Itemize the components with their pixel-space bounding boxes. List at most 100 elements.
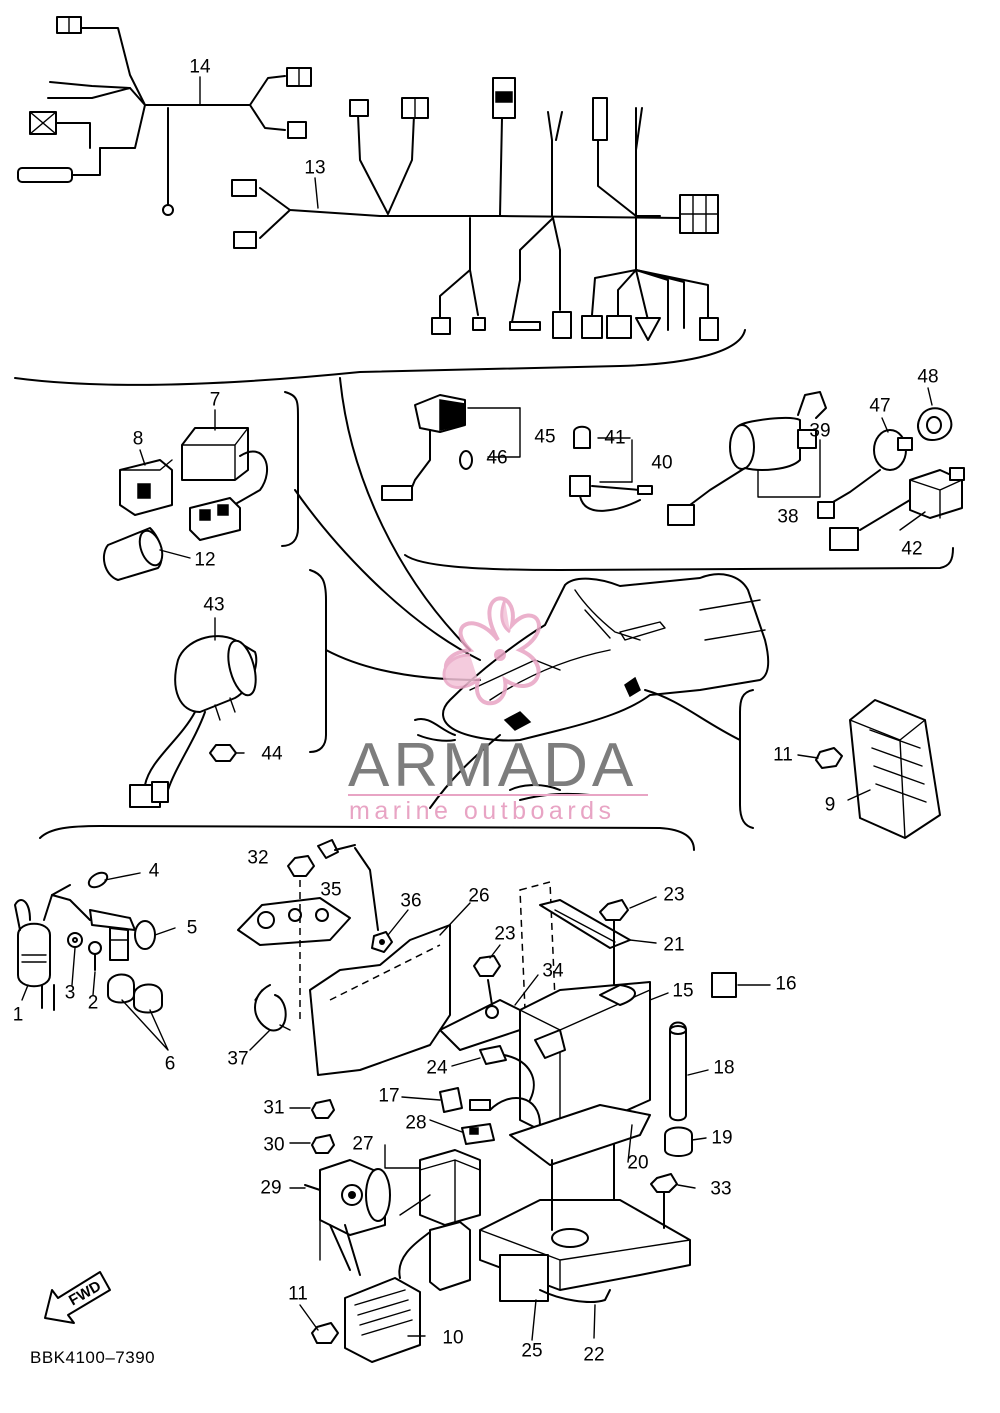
leader-line-left (294, 489, 481, 661)
fuse-holder-12 (102, 527, 164, 581)
callout-1: 1 (12, 1004, 24, 1026)
callout-33: 33 (710, 1178, 732, 1200)
screw-2 (88, 941, 102, 971)
leader-line-lower (429, 734, 501, 809)
relay-socket (189, 497, 241, 541)
cover-26 (309, 924, 451, 1076)
panel-border-switches (404, 547, 954, 571)
callout-15: 15 (672, 980, 694, 1002)
callout-12: 12 (194, 549, 216, 571)
callout-43: 43 (203, 594, 225, 616)
callout-20: 20 (627, 1152, 649, 1174)
callout-leaders (21, 76, 933, 1341)
callout-32: 32 (247, 847, 269, 869)
pink-propeller-logo (442, 596, 541, 706)
callout-42: 42 (901, 538, 923, 560)
relay-29 (304, 1159, 391, 1276)
lamp-socket-40 (569, 425, 653, 512)
callout-18: 18 (713, 1057, 735, 1079)
callout-11-lower: 11 (288, 1283, 308, 1305)
callout-45: 45 (534, 426, 556, 448)
callout-2: 2 (87, 992, 99, 1014)
battery-15 (519, 981, 651, 1141)
buzzer-47 (817, 429, 913, 519)
tube-18 (669, 1021, 687, 1122)
wire-harness-13 (231, 77, 719, 341)
bolt-35 (317, 839, 379, 931)
bracket-plate (237, 897, 351, 946)
rod-22 (539, 1289, 611, 1303)
coil-43 (129, 635, 258, 808)
panel-bracket-43 (309, 569, 327, 753)
tag-16 (711, 972, 737, 998)
leader-line-right (644, 689, 741, 741)
callout-6: 6 (164, 1053, 176, 1075)
callout-38: 38 (777, 506, 799, 528)
callout-36: 36 (400, 890, 422, 912)
callout-8: 8 (132, 428, 144, 450)
rectifier-10 (344, 1231, 431, 1363)
callout-27: 27 (352, 1133, 374, 1155)
callout-5: 5 (186, 917, 198, 939)
watermark-divider (348, 794, 648, 796)
bracket-34 (439, 979, 521, 1051)
callout-10: 10 (442, 1327, 464, 1349)
callout-25: 25 (521, 1340, 543, 1362)
callout-24: 24 (426, 1057, 448, 1079)
diagram-code: BBK4100–7390 (30, 1348, 156, 1367)
connector-8 (119, 459, 173, 516)
callout-26: 26 (468, 885, 490, 907)
callout-47: 47 (869, 395, 891, 417)
callout-23-left: 23 (494, 923, 516, 945)
callout-3: 3 (64, 982, 76, 1004)
callout-46: 46 (486, 447, 508, 469)
callout-9: 9 (824, 794, 836, 816)
panel-border-top (14, 329, 746, 386)
callout-30: 30 (263, 1134, 285, 1156)
nut-11-upper (815, 747, 843, 769)
panel-bracket-9 (739, 689, 754, 829)
callout-37: 37 (227, 1048, 249, 1070)
callout-22: 22 (583, 1344, 605, 1366)
battery-lead-pos (469, 1097, 541, 1126)
plug-cap-5 (89, 909, 156, 961)
starter-relay-27 (419, 1149, 481, 1291)
callout-39: 39 (809, 420, 831, 442)
main-switch-38 (667, 391, 827, 526)
callout-13: 13 (304, 157, 326, 179)
callout-16: 16 (775, 973, 797, 995)
callout-19: 19 (711, 1127, 733, 1149)
callout-17: 17 (378, 1085, 400, 1107)
grommets-6 (107, 973, 163, 1014)
regulator-9 (849, 699, 941, 839)
nut-32 (287, 855, 315, 1020)
washer-3 (67, 932, 83, 948)
nut-44 (209, 744, 237, 762)
panel-border-lower (39, 825, 695, 851)
callout-34: 34 (542, 960, 564, 982)
tray-20 (509, 1104, 651, 1166)
callout-23-right: 23 (663, 884, 685, 906)
nut-11-lower (311, 1322, 339, 1344)
fuse-28 (461, 1123, 495, 1145)
callout-40: 40 (651, 452, 673, 474)
callout-28: 28 (405, 1112, 427, 1134)
callout-21: 21 (663, 934, 685, 956)
cap-4 (87, 871, 109, 889)
battery-box-25 (479, 1159, 691, 1302)
nut-23-left (473, 955, 501, 977)
callout-11-upper: 11 (773, 744, 793, 766)
clip-37 (254, 984, 291, 1032)
fwd-arrow-icon (44, 1271, 111, 1324)
leader-line-upper (339, 377, 471, 651)
grommet-36 (371, 931, 393, 953)
callout-44: 44 (261, 743, 283, 765)
panel-bracket-7-12 (281, 391, 299, 547)
fuse-17 (439, 1087, 463, 1113)
callout-7: 7 (209, 389, 221, 411)
callout-4: 4 (148, 860, 160, 882)
cap-19 (664, 1126, 693, 1157)
ignition-coil-1 (14, 884, 91, 1011)
